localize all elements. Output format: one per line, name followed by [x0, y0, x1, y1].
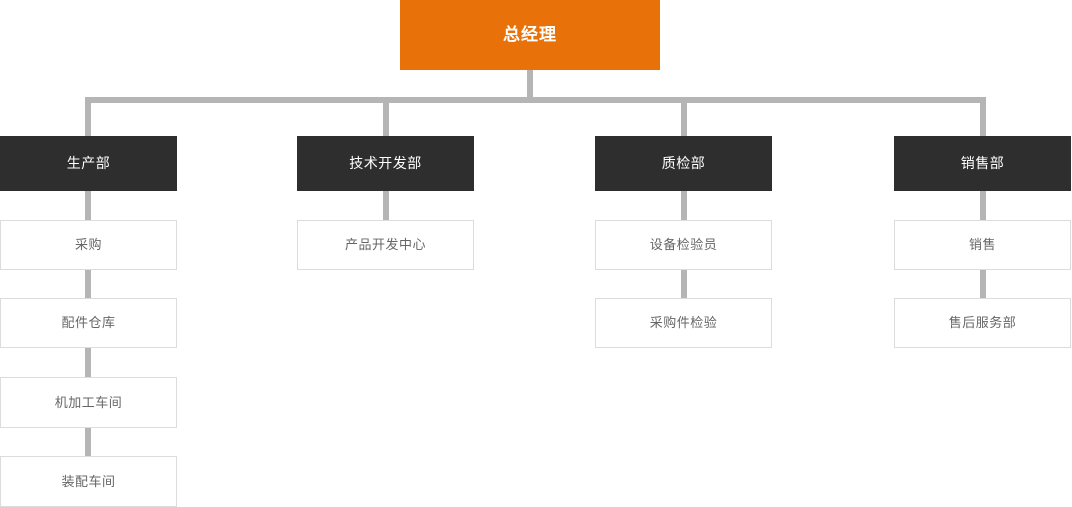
- node-label: 设备检验员: [649, 237, 718, 253]
- connector-dept4-to-child1: [980, 191, 986, 220]
- node-label: 技术开发部: [349, 155, 422, 172]
- connector-child3-to-child4-col1: [85, 428, 91, 456]
- node-leaf-product-development-center[interactable]: 产品开发中心: [297, 220, 474, 270]
- connector-dept3-to-child1: [681, 191, 687, 220]
- node-label: 质检部: [661, 155, 706, 172]
- node-label: 销售部: [960, 155, 1005, 172]
- connector-bus-horizontal: [85, 97, 986, 103]
- node-leaf-after-sales-service[interactable]: 售后服务部: [894, 298, 1071, 348]
- node-label: 采购: [74, 237, 102, 253]
- node-leaf-equipment-inspector[interactable]: 设备检验员: [595, 220, 772, 270]
- node-leaf-machining-workshop[interactable]: 机加工车间: [0, 377, 177, 428]
- connector-child2-to-child3-col1: [85, 348, 91, 377]
- node-label: 产品开发中心: [344, 237, 426, 253]
- node-label: 售后服务部: [948, 315, 1017, 331]
- connector-dept2-to-child1: [383, 191, 389, 220]
- node-dept-production[interactable]: 生产部: [0, 136, 177, 191]
- node-label: 配件仓库: [61, 315, 116, 331]
- connector-root-down: [527, 70, 533, 100]
- node-label: 装配车间: [61, 473, 116, 489]
- node-leaf-assembly-workshop[interactable]: 装配车间: [0, 456, 177, 507]
- connector-bus-to-dept-2: [383, 97, 389, 136]
- node-leaf-parts-warehouse[interactable]: 配件仓库: [0, 298, 177, 348]
- node-dept-sales[interactable]: 销售部: [894, 136, 1071, 191]
- node-leaf-procurement[interactable]: 采购: [0, 220, 177, 270]
- node-label: 采购件检验: [649, 315, 718, 331]
- node-label: 总经理: [503, 24, 557, 44]
- node-leaf-sales[interactable]: 销售: [894, 220, 1071, 270]
- node-dept-technology-development[interactable]: 技术开发部: [297, 136, 474, 191]
- connector-child1-to-child2-col1: [85, 270, 91, 298]
- node-label: 生产部: [66, 155, 111, 172]
- connector-bus-to-dept-1: [85, 97, 91, 136]
- node-label: 机加工车间: [54, 394, 123, 410]
- connector-child1-to-child2-col3: [681, 270, 687, 298]
- node-root-general-manager[interactable]: 总经理: [400, 0, 660, 70]
- connector-bus-to-dept-3: [681, 97, 687, 136]
- connector-bus-to-dept-4: [980, 97, 986, 136]
- connector-child1-to-child2-col4: [980, 270, 986, 298]
- node-label: 销售: [968, 237, 996, 253]
- connector-dept1-to-child1: [85, 191, 91, 220]
- node-leaf-purchased-parts-inspection[interactable]: 采购件检验: [595, 298, 772, 348]
- node-dept-quality-inspection[interactable]: 质检部: [595, 136, 772, 191]
